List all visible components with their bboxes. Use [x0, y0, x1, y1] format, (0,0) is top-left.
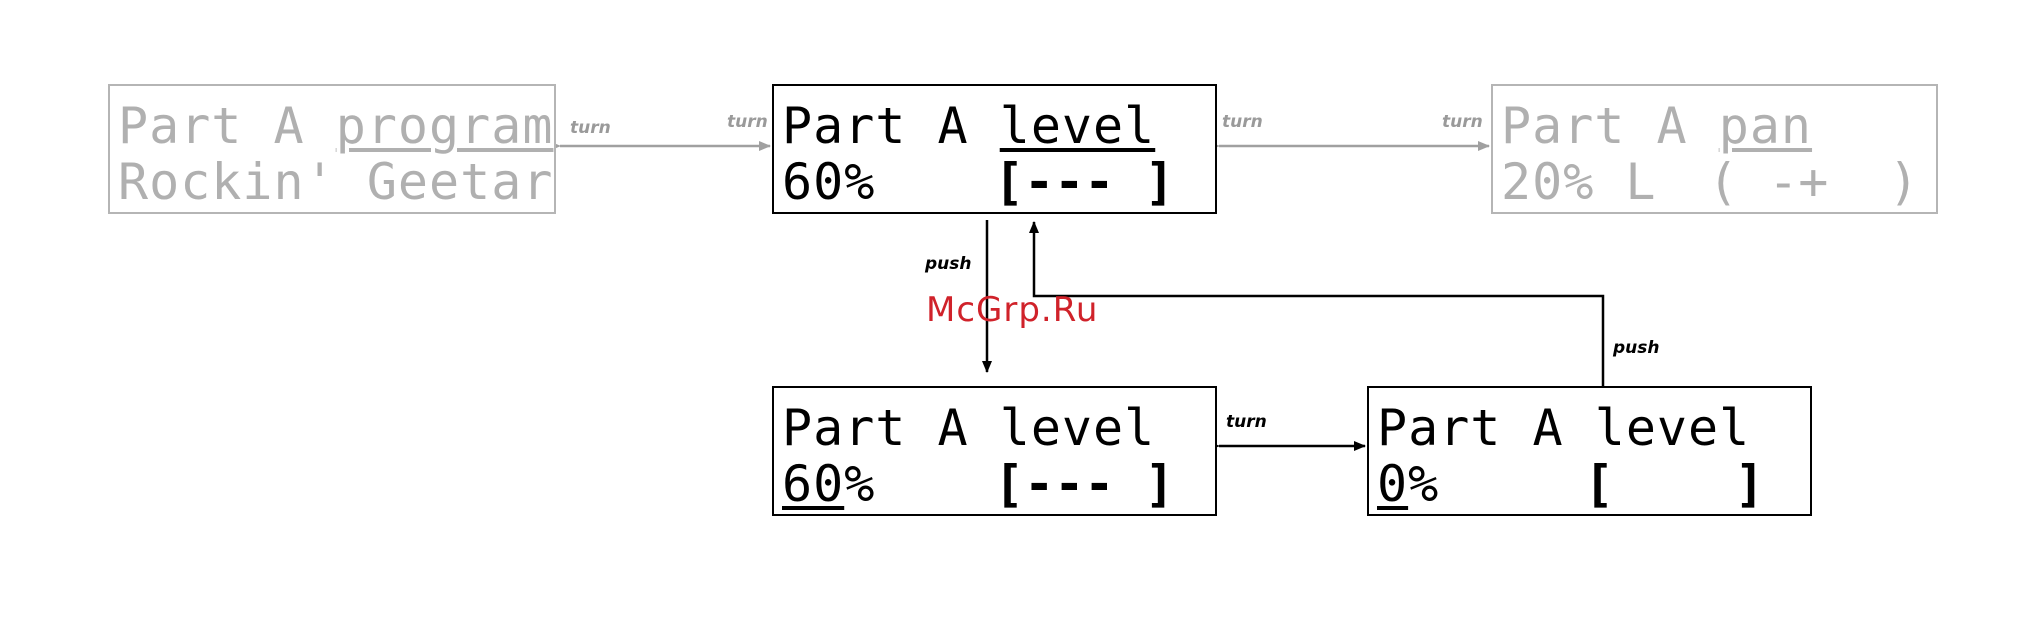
lcd-line-1: Part A program	[118, 100, 553, 152]
lcd-line-1: Part A level	[782, 402, 1155, 454]
label-turn: turn	[1442, 112, 1483, 132]
level-bar: [--- ]	[994, 156, 1175, 208]
lcd-selected-param: level	[1000, 97, 1156, 155]
lcd-level-screen: Part A level 60% [--- ]	[772, 84, 1217, 214]
arrow-push-up	[1034, 222, 1603, 386]
watermark-text: McGrp.Ru	[926, 290, 1098, 330]
label-turn: turn	[727, 112, 768, 132]
lcd-line-2: 0%	[1377, 458, 1439, 510]
lcd-level-edit-screen: Part A level 60% [--- ]	[772, 386, 1217, 516]
lcd-selected-param: program	[336, 97, 554, 155]
lcd-line-2: 60%	[782, 458, 875, 510]
lcd-edit-value: 0	[1377, 455, 1408, 513]
lcd-line-1: Part A level	[782, 100, 1155, 152]
lcd-line-2: Rockin' Geetar	[118, 156, 553, 208]
lcd-pan-screen: Part A pan 20% L ( -+ )	[1491, 84, 1938, 214]
lcd-edit-value: 60	[782, 455, 844, 513]
label-push: push	[1613, 338, 1660, 358]
lcd-program-screen: Part A program Rockin' Geetar	[108, 84, 556, 214]
label-turn: turn	[1226, 412, 1267, 432]
lcd-line-1: Part A pan	[1501, 100, 1812, 152]
label-push: push	[925, 254, 972, 274]
lcd-level-zero-screen: Part A level 0% [ ]	[1367, 386, 1812, 516]
label-turn: turn	[1222, 112, 1263, 132]
lcd-selected-param: pan	[1719, 97, 1812, 155]
level-bar: [--- ]	[994, 458, 1175, 510]
lcd-line-1: Part A level	[1377, 402, 1750, 454]
label-turn: turn	[570, 118, 611, 138]
level-bar: [ ]	[1584, 458, 1765, 510]
pan-bar: ( -+ )	[1708, 156, 1919, 208]
lcd-line-2: 20% L	[1501, 156, 1657, 208]
lcd-line-2: 60%	[782, 156, 875, 208]
